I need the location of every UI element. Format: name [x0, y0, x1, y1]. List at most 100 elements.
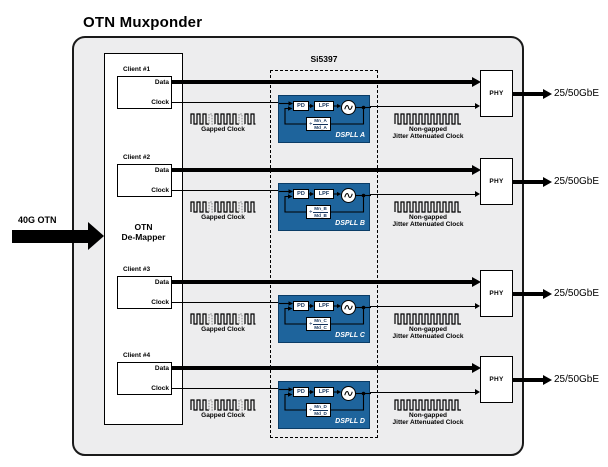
phase-detector-box: PD — [293, 301, 309, 311]
client-label: Client #2 — [123, 154, 151, 161]
feedback-divider-box: ÷ Mn_C Md_C — [306, 317, 331, 331]
dspll-label: DSPLL A — [335, 132, 365, 139]
data-line — [172, 280, 473, 284]
non-gapped-clock-waveform-icon — [394, 399, 461, 411]
feedback-divider-box: ÷ Mn_A Md_A — [306, 117, 331, 131]
si5397-label: Si5397 — [310, 54, 338, 64]
non-gapped-caption-line2: Jitter Attenuated Clock — [392, 333, 464, 340]
non-gapped-caption-line2: Jitter Attenuated Clock — [392, 419, 464, 426]
phy-box: PHY — [480, 158, 513, 205]
dspll-block: PD LPF ÷ Mn_B Md_B DSPLL B — [278, 183, 371, 231]
dspll-label: DSPLL D — [335, 418, 365, 425]
data-line — [172, 168, 473, 172]
oscillator-icon — [341, 300, 356, 315]
phase-detector-box: PD — [293, 101, 309, 111]
gapped-clock-caption: Gapped Clock — [201, 412, 245, 419]
attenuated-clock-line — [370, 106, 475, 108]
data-port-label: Data — [154, 365, 169, 372]
divide-sign: ÷ — [309, 406, 313, 413]
page-title: OTN Muxponder — [83, 14, 203, 31]
non-gapped-clock-waveform-icon — [394, 313, 461, 325]
gapped-clock-waveform-icon — [190, 313, 256, 325]
otn-input-arrow — [12, 230, 88, 243]
data-line — [172, 366, 473, 370]
otn-demapper-label-line2: De-Mapper — [121, 232, 166, 242]
otn-input-arrowhead-icon — [88, 222, 104, 250]
clock-port-label: Clock — [151, 299, 169, 306]
output-rate-label: 25/50GbE — [554, 176, 600, 187]
phy-output-arrowhead-icon — [543, 89, 552, 99]
dspll-wires — [279, 189, 371, 213]
non-gapped-caption-line2: Jitter Attenuated Clock — [392, 133, 464, 140]
divider-fraction: Mn_D Md_D — [313, 404, 328, 416]
output-rate-label: 25/50GbE — [554, 88, 600, 99]
data-arrowhead-icon — [472, 277, 481, 287]
clock-port-label: Clock — [151, 187, 169, 194]
client-box: Data Clock — [117, 164, 172, 197]
client-label: Client #4 — [123, 352, 151, 359]
loop-filter-box: LPF — [314, 101, 334, 111]
divide-sign: ÷ — [309, 320, 313, 327]
loop-filter-box: LPF — [314, 301, 334, 311]
data-port-label: Data — [154, 279, 169, 286]
dspll-wires — [279, 101, 371, 125]
data-port-label: Data — [154, 167, 169, 174]
clock-port-label: Clock — [151, 385, 169, 392]
phy-box: PHY — [480, 356, 513, 403]
phy-output-arrow — [513, 92, 544, 96]
otn-demapper-label-line1: OTN — [134, 222, 153, 232]
phy-output-arrowhead-icon — [543, 177, 552, 187]
non-gapped-clock-waveform-icon — [394, 113, 461, 125]
non-gapped-caption-line2: Jitter Attenuated Clock — [392, 221, 464, 228]
non-gapped-clock-waveform-icon — [394, 201, 461, 213]
attenuated-clock-line — [370, 306, 475, 308]
feedback-divider-box: ÷ Mn_D Md_D — [306, 403, 331, 417]
clock-arrowhead-icon — [475, 303, 480, 310]
phy-output-arrow — [513, 292, 544, 296]
clock-arrowhead-icon — [475, 191, 480, 198]
dspll-block: PD LPF ÷ Mn_D Md_D DSPLL D — [278, 381, 371, 429]
gapped-clock-waveform-icon — [190, 113, 256, 125]
otn-demapper-label: OTN De-Mapper — [104, 222, 183, 242]
phase-detector-box: PD — [293, 387, 309, 397]
output-rate-label: 25/50GbE — [554, 288, 600, 299]
dspll-wires — [279, 387, 371, 411]
data-arrowhead-icon — [472, 363, 481, 373]
dspll-wires — [279, 301, 371, 325]
phase-detector-box: PD — [293, 189, 309, 199]
non-gapped-caption-line1: Non-gapped — [409, 126, 447, 133]
clock-arrowhead-icon — [475, 103, 480, 110]
client-label: Client #3 — [123, 266, 151, 273]
output-rate-label: 25/50GbE — [554, 374, 600, 385]
client-box: Data Clock — [117, 76, 172, 109]
data-port-label: Data — [154, 79, 169, 86]
gapped-clock-caption: Gapped Clock — [201, 326, 245, 333]
gapped-clock-waveform-icon — [190, 201, 256, 213]
oscillator-icon — [341, 188, 356, 203]
data-line — [172, 80, 473, 84]
gapped-clock-line — [172, 190, 278, 192]
divide-sign: ÷ — [309, 120, 313, 127]
oscillator-icon — [341, 386, 356, 401]
divider-fraction: Mn_B Md_B — [313, 206, 328, 218]
feedback-divider-box: ÷ Mn_B Md_B — [306, 205, 331, 219]
data-arrowhead-icon — [472, 165, 481, 175]
phy-output-arrow — [513, 180, 544, 184]
gapped-clock-line — [172, 388, 278, 390]
dspll-label: DSPLL B — [335, 220, 365, 227]
loop-filter-box: LPF — [314, 387, 334, 397]
phy-box: PHY — [480, 70, 513, 117]
client-box: Data Clock — [117, 362, 172, 395]
non-gapped-caption-line1: Non-gapped — [409, 326, 447, 333]
divider-fraction: Mn_A Md_A — [313, 118, 328, 130]
phy-box: PHY — [480, 270, 513, 317]
divider-fraction: Mn_C Md_C — [313, 318, 328, 330]
non-gapped-caption-line1: Non-gapped — [409, 214, 447, 221]
gapped-clock-caption: Gapped Clock — [201, 214, 245, 221]
gapped-clock-line — [172, 102, 278, 104]
non-gapped-caption-line1: Non-gapped — [409, 412, 447, 419]
attenuated-clock-line — [370, 392, 475, 394]
dspll-block: PD LPF ÷ Mn_C Md_C DSPLL C — [278, 295, 371, 343]
dspll-block: PD LPF ÷ Mn_A Md_A DSPLL A — [278, 95, 371, 143]
client-label: Client #1 — [123, 66, 151, 73]
